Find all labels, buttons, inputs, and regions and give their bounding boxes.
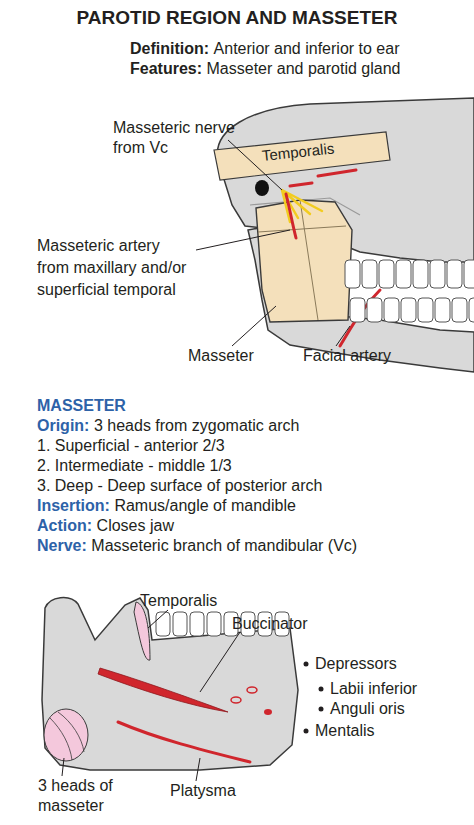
tooth	[362, 260, 377, 288]
page-title: PAROTID REGION AND MASSETER	[0, 6, 474, 30]
leader-line	[148, 610, 168, 628]
part-label: Buccinator	[232, 614, 308, 634]
buccinator-attachment	[98, 668, 228, 712]
field-value: Ramus/angle of mandible	[114, 496, 295, 516]
tooth	[396, 260, 411, 288]
bullet	[319, 687, 324, 692]
temporal-artery-branch	[290, 183, 312, 186]
field-name: Nerve:	[37, 536, 87, 556]
part-label: Masseter	[188, 346, 254, 366]
tooth	[469, 298, 474, 322]
part-label: Masseteric artery from maxillary and/or …	[37, 235, 192, 301]
definition-heading: Definition:	[130, 39, 209, 59]
tooth	[350, 298, 365, 322]
tooth	[379, 260, 394, 288]
leader-lines	[196, 140, 350, 346]
tooth	[190, 612, 204, 636]
list-item: Depressors	[315, 654, 397, 674]
tooth	[173, 612, 187, 636]
temporal-artery-branch	[318, 170, 356, 176]
list-item: 2. Intermediate - middle 1/3	[37, 456, 232, 476]
tooth	[435, 298, 450, 322]
tooth	[345, 260, 360, 288]
tooth	[447, 260, 462, 288]
tooth	[207, 612, 221, 636]
field-value: 3 heads from zygomatic arch	[94, 416, 299, 436]
field-name: Action:	[37, 516, 92, 536]
tooth	[156, 612, 170, 636]
tooth	[367, 298, 382, 322]
masseteric-artery	[286, 194, 296, 238]
mentalis-attachment	[264, 709, 272, 715]
leader-line	[62, 758, 64, 776]
bullet	[304, 729, 309, 734]
section-heading: MASSETER	[37, 396, 126, 416]
tooth	[430, 260, 445, 288]
field-value: Closes jaw	[97, 516, 174, 536]
list-item: Labii inferior	[330, 679, 417, 699]
list-item: 1. Superficial - anterior 2/3	[37, 436, 225, 456]
part-label: Facial artery	[303, 346, 391, 366]
leader-line	[200, 632, 240, 692]
field-value: Masseteric branch of mandibular (Vc)	[91, 536, 357, 556]
tooth	[384, 298, 399, 322]
tooth	[464, 260, 474, 288]
leader-line	[196, 758, 200, 781]
upper-teeth	[345, 260, 474, 288]
tooth	[413, 260, 428, 288]
field-name: Insertion:	[37, 496, 110, 516]
list-item: Anguli oris	[330, 699, 405, 719]
depressor-attachment	[231, 697, 241, 703]
external-acoustic-meatus	[255, 180, 269, 196]
leader-line	[336, 326, 350, 346]
definition-text: Anterior and inferior to ear	[214, 39, 400, 59]
platysma-attachment	[118, 722, 250, 762]
temporalis-attachment	[134, 602, 150, 660]
bullet	[304, 662, 309, 667]
depressor-attachment	[247, 687, 257, 693]
tooth	[418, 298, 433, 322]
masseter-head-line	[258, 200, 346, 320]
masseter-head-line	[50, 712, 84, 760]
features-text: Masseter and parotid gland	[207, 59, 401, 79]
leader-lines	[62, 610, 240, 781]
tooth	[401, 298, 416, 322]
part-label: 3 heads of masseter	[38, 776, 138, 816]
tooth	[452, 298, 467, 322]
leader-line	[232, 306, 276, 346]
skull-lateral	[214, 98, 474, 372]
list-item: Mentalis	[315, 721, 375, 741]
masseter-muscle	[256, 200, 352, 322]
part-label: Masseteric nerve from Vc	[113, 118, 253, 158]
leader-line	[196, 230, 290, 250]
part-label: Platysma	[170, 781, 236, 801]
bullet	[319, 707, 324, 712]
part-label: Temporalis	[140, 591, 217, 611]
lower-teeth	[350, 298, 474, 322]
field-name: Origin:	[37, 416, 89, 436]
masseter-attachment	[44, 709, 88, 761]
features-heading: Features:	[130, 59, 202, 79]
list-item: 3. Deep - Deep surface of posterior arch	[37, 476, 322, 496]
temporalis-muscle	[214, 132, 390, 180]
